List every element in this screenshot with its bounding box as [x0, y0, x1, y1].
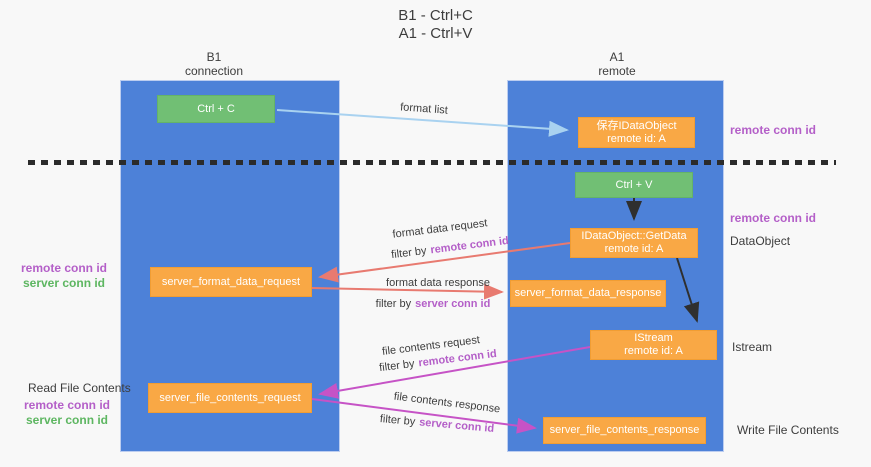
- node-server-format-data-response: server_format_data_response: [510, 280, 666, 307]
- side-label-conn-ids-format: remote conn id server conn id: [14, 261, 114, 291]
- side-label-remote-conn-id-mid: remote conn id: [730, 211, 817, 225]
- lifeline-header-a1: A1 remote: [537, 50, 697, 78]
- diagram-title-line1: B1 - Ctrl+C: [398, 7, 473, 24]
- server-conn-id-text: server conn id: [25, 413, 109, 427]
- node-server-format-data-response-label: server_format_data_response: [514, 287, 662, 299]
- remote-conn-id-text: remote conn id: [23, 398, 110, 412]
- node-save-idataobject-line1: 保存IDataObject: [596, 119, 677, 132]
- node-idataobject-getdata-line2: remote id: A: [604, 243, 664, 255]
- edge-label-format-data-response: format data response: [386, 277, 490, 289]
- edge-label-format-data-request: format data request: [391, 217, 489, 241]
- node-idataobject-getdata: IDataObject::GetData remote id: A: [570, 228, 698, 258]
- node-ctrl-c: Ctrl + C: [157, 95, 275, 123]
- server-conn-id-text: server conn id: [415, 298, 491, 310]
- remote-conn-id-text: remote conn id: [429, 234, 510, 257]
- lifeline-header-b1: B1 connection: [134, 50, 294, 78]
- lifeline-b1-name: B1: [206, 50, 222, 64]
- side-label-remote-conn-id-top: remote conn id: [730, 123, 817, 137]
- node-ctrl-c-label: Ctrl + C: [197, 102, 235, 115]
- filter-by-text: filter by: [390, 244, 428, 262]
- node-server-file-contents-request: server_file_contents_request: [148, 383, 312, 413]
- edge-label-file-contents-response: file contents response: [393, 390, 501, 416]
- edge-label-format-list: format list: [399, 101, 449, 117]
- node-server-format-data-request-label: server_format_data_request: [161, 275, 301, 288]
- side-label-write-file-contents: Write File Contents: [737, 423, 839, 437]
- remote-conn-id-text: remote conn id: [20, 261, 107, 275]
- node-istream-line1: IStream: [634, 332, 673, 344]
- node-ctrl-v: Ctrl + V: [575, 172, 693, 198]
- node-ctrl-v-label: Ctrl + V: [615, 178, 653, 191]
- side-label-istream: Istream: [732, 340, 773, 354]
- node-server-file-contents-response: server_file_contents_response: [543, 417, 706, 444]
- node-save-idataobject-line2: remote id: A: [607, 132, 666, 145]
- node-istream-line2: remote id: A: [624, 345, 683, 357]
- server-conn-id-text: server conn id: [418, 416, 495, 435]
- lifeline-a1-name: A1: [609, 50, 625, 64]
- server-conn-id-text: server conn id: [22, 276, 106, 290]
- filter-by-text: filter by: [375, 298, 412, 310]
- filter-by-text: filter by: [378, 357, 416, 375]
- phase-separator-dashed-line: [28, 160, 836, 165]
- node-idataobject-getdata-line1: IDataObject::GetData: [581, 230, 687, 242]
- lifeline-b1-role: connection: [184, 64, 244, 78]
- node-server-file-contents-response-label: server_file_contents_response: [549, 424, 700, 436]
- lifeline-a1-role: remote: [598, 64, 636, 78]
- filter-by-text: filter by: [379, 413, 416, 429]
- side-label-read-file-contents: Read File Contents: [28, 381, 131, 395]
- node-server-format-data-request: server_format_data_request: [150, 267, 312, 297]
- node-server-file-contents-request-label: server_file_contents_request: [159, 391, 301, 404]
- diagram-title-line2: A1 - Ctrl+V: [398, 25, 473, 42]
- diagram-title: B1 - Ctrl+C A1 - Ctrl+V: [0, 7, 871, 43]
- node-save-idataobject: 保存IDataObject remote id: A: [578, 117, 695, 148]
- node-istream: IStream remote id: A: [590, 330, 717, 360]
- side-label-conn-ids-file: remote conn id server conn id: [17, 398, 117, 428]
- side-label-dataobject: DataObject: [730, 234, 791, 248]
